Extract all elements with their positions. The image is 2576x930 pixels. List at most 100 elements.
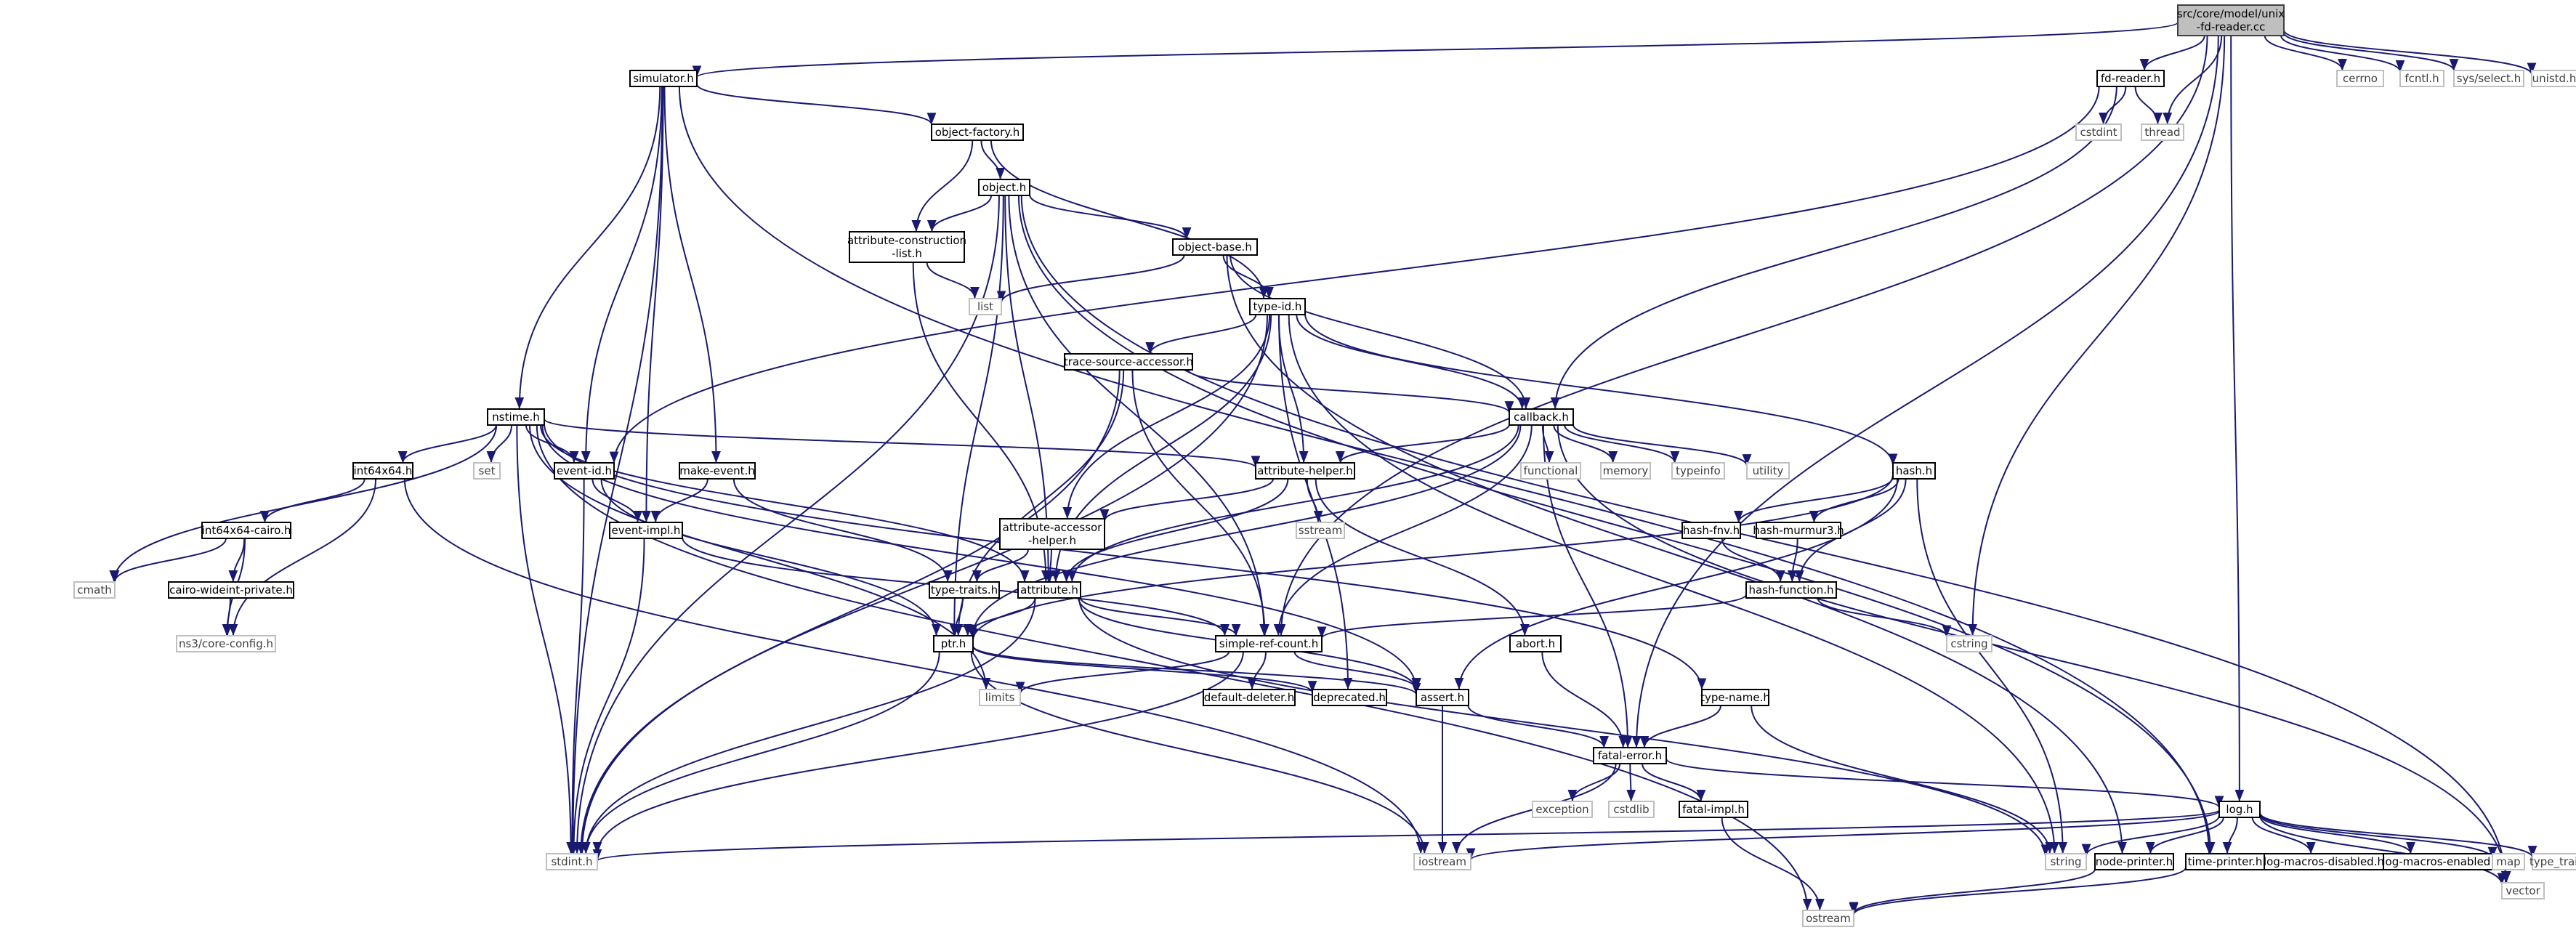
node-hash-function-label-0: hash-function.h xyxy=(1749,583,1834,597)
edge-type-id-to-trace-source xyxy=(1145,314,1257,355)
node-fcntl[interactable]: fcntl.h xyxy=(2399,70,2444,87)
node-stdint[interactable]: stdint.h xyxy=(546,853,598,870)
edge-ptr-to-stdint xyxy=(581,651,940,854)
node-object-base[interactable]: object-base.h xyxy=(1172,238,1258,256)
edge-log-to-node-printer xyxy=(2145,817,2224,854)
node-hash-murmur3-box xyxy=(1756,522,1841,539)
node-type-name-label-0: type-name.h xyxy=(1700,691,1770,704)
node-fd-reader-cc[interactable]: src/core/model/unix-fd-reader.cc xyxy=(2177,4,2285,36)
node-unistd-label-0: unistd.h xyxy=(2532,72,2576,85)
node-callback-box xyxy=(1509,408,1574,426)
edge-nstime-to-attribute-helper xyxy=(544,418,1260,469)
node-utility[interactable]: utility xyxy=(1746,462,1790,480)
node-thread[interactable]: thread xyxy=(2141,124,2184,141)
node-cmath[interactable]: cmath xyxy=(73,581,116,599)
edge-nstime-to-stdint xyxy=(516,424,576,854)
node-event-impl[interactable]: event-impl.h xyxy=(609,522,683,539)
node-type_traits-box xyxy=(2532,853,2576,870)
node-deprecated[interactable]: deprecated.h xyxy=(1312,689,1387,706)
node-log-macros-disabled-label-0: log-macros-disabled.h xyxy=(2264,855,2384,868)
edge-hash-function-to-cstring xyxy=(1817,597,1952,637)
node-ptr[interactable]: ptr.h xyxy=(933,635,974,652)
node-type_traits[interactable]: type_traits xyxy=(2529,853,2576,870)
node-type-id[interactable]: type-id.h xyxy=(1249,298,1306,315)
node-thread-box xyxy=(2141,124,2184,141)
node-cstring[interactable]: cstring xyxy=(1946,635,1992,652)
node-log-macros-disabled[interactable]: log-macros-disabled.h xyxy=(2264,853,2384,870)
node-trace-source[interactable]: trace-source-accessor.h xyxy=(1064,353,1193,371)
node-vector-box xyxy=(2501,882,2545,899)
node-attribute[interactable]: attribute.h xyxy=(1017,581,1081,599)
edge-int64x64-cairo-to-cmath xyxy=(110,538,227,583)
node-list[interactable]: list xyxy=(969,298,1002,315)
node-make-event[interactable]: make-event.h xyxy=(679,462,756,480)
node-attribute-helper-label-0: attribute-helper.h xyxy=(1257,464,1353,477)
node-int64x64-cairo[interactable]: int64x64-cairo.h xyxy=(201,522,291,539)
node-limits[interactable]: limits xyxy=(979,689,1021,706)
node-core-config[interactable]: ns3/core-config.h xyxy=(176,635,276,652)
node-cstdlib[interactable]: cstdlib xyxy=(1608,801,1655,818)
node-set[interactable]: set xyxy=(473,462,501,480)
node-sys-select[interactable]: sys/select.h xyxy=(2453,70,2524,87)
node-unistd[interactable]: unistd.h xyxy=(2531,70,2576,87)
node-fatal-error[interactable]: fatal-error.h xyxy=(1593,747,1667,764)
edge-abort-to-fatal-error xyxy=(1541,651,1628,748)
node-type_traits-label-0: type_traits xyxy=(2529,855,2576,869)
node-set-box xyxy=(473,462,501,480)
node-fatal-impl[interactable]: fatal-impl.h xyxy=(1679,801,1748,818)
node-type-traits[interactable]: type-traits.h xyxy=(929,581,1000,599)
node-hash[interactable]: hash.h xyxy=(1892,462,1936,480)
node-attr-accessor-helper[interactable]: attribute-accessor-helper.h xyxy=(999,518,1105,550)
node-object[interactable]: object.h xyxy=(978,179,1030,196)
node-event-id[interactable]: event-id.h xyxy=(554,462,615,480)
node-memory-box xyxy=(1600,462,1651,480)
edge-log-to-vector xyxy=(2259,814,2507,885)
edge-node-printer-to-ostream xyxy=(1849,868,2096,914)
node-fcntl-label-0: fcntl.h xyxy=(2405,72,2439,85)
node-type-name[interactable]: type-name.h xyxy=(1700,689,1770,706)
edge-int64x64-cairo-to-cairo-wideint xyxy=(228,538,246,583)
node-ostream[interactable]: ostream xyxy=(1802,910,1854,927)
edge-cairo-wideint-to-core-config xyxy=(222,597,232,636)
node-cerrno[interactable]: cerrno xyxy=(2336,70,2384,87)
node-fcntl-box xyxy=(2399,70,2444,87)
node-hash-fnv[interactable]: hash-fnv.h xyxy=(1681,522,1741,539)
node-abort[interactable]: abort.h xyxy=(1509,635,1562,652)
node-nstime[interactable]: nstime.h xyxy=(487,408,545,426)
node-simple-ref-count[interactable]: simple-ref-count.h xyxy=(1215,635,1323,652)
node-callback[interactable]: callback.h xyxy=(1509,408,1574,426)
node-simulator[interactable]: simulator.h xyxy=(629,70,698,87)
node-default-deleter[interactable]: default-deleter.h xyxy=(1203,689,1296,706)
node-cairo-wideint[interactable]: cairo-wideint-private.h xyxy=(168,581,294,599)
node-node-printer[interactable]: node-printer.h xyxy=(2094,853,2174,870)
node-map-box xyxy=(2492,853,2525,870)
node-object-factory[interactable]: object-factory.h xyxy=(931,124,1024,141)
node-sys-select-label-0: sys/select.h xyxy=(2457,72,2521,85)
node-exception[interactable]: exception xyxy=(1532,801,1593,818)
node-typeinfo[interactable]: typeinfo xyxy=(1671,462,1725,480)
node-cstdint[interactable]: cstdint xyxy=(2075,124,2122,141)
node-time-printer[interactable]: time-printer.h xyxy=(2185,853,2265,870)
node-hash-function[interactable]: hash-function.h xyxy=(1745,581,1837,599)
node-attr-construction[interactable]: attribute-construction-list.h xyxy=(847,231,966,263)
edge-attr-accessor-helper-to-type-traits xyxy=(972,549,1029,583)
edge-nstime-to-set xyxy=(486,424,513,464)
node-int64x64[interactable]: int64x64.h xyxy=(352,462,413,480)
node-functional[interactable]: functional xyxy=(1520,462,1581,480)
node-map[interactable]: map xyxy=(2492,853,2525,870)
edge-int64x64-to-int64x64-cairo xyxy=(259,478,366,523)
node-attribute-helper[interactable]: attribute-helper.h xyxy=(1255,462,1355,480)
node-log[interactable]: log.h xyxy=(2218,801,2261,818)
node-vector[interactable]: vector xyxy=(2501,882,2545,899)
node-iostream[interactable]: iostream xyxy=(1413,853,1471,870)
node-cstdint-label-0: cstdint xyxy=(2080,126,2117,139)
node-string[interactable]: string xyxy=(2045,853,2087,870)
node-sstream[interactable]: sstream xyxy=(1296,522,1345,539)
node-log-macros-enabled[interactable]: log-macros-enabled.h xyxy=(2382,853,2501,870)
node-memory[interactable]: memory xyxy=(1600,462,1651,480)
edge-simple-ref-count-to-default-deleter xyxy=(1247,651,1267,690)
node-assert[interactable]: assert.h xyxy=(1416,689,1469,706)
node-fd-reader-h[interactable]: fd-reader.h xyxy=(2096,70,2165,87)
edge-event-impl-to-stdint xyxy=(569,538,645,854)
node-hash-murmur3[interactable]: hash-murmur3.h xyxy=(1753,522,1844,539)
